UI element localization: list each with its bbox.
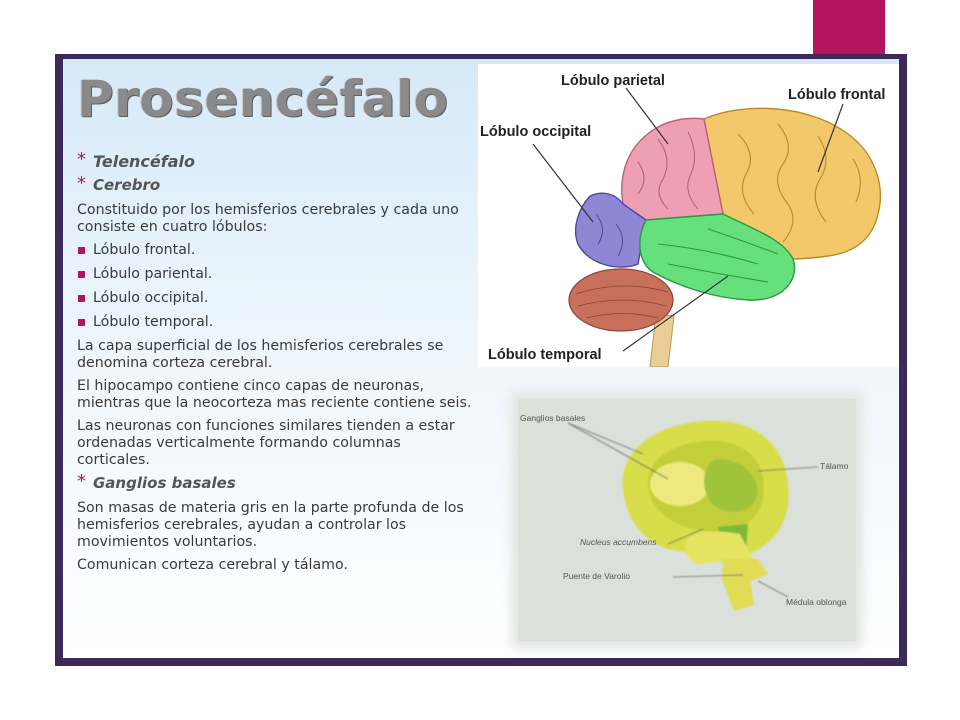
slide-title: Prosencéfalo [77,70,449,128]
slide-frame: Prosencéfalo * Telencéfalo * Cerebro Con… [55,54,907,666]
heading-telencefalo: * Telencéfalo [77,149,472,171]
frontal-leader-line [817,103,844,173]
heading-cerebro: * Cerebro [77,173,472,194]
list-item: Lóbulo temporal. [77,314,472,331]
brain-illustration [532,87,882,367]
thalamus-shape [704,459,758,512]
temporal-leader-line [622,275,729,352]
comunican-paragraph: Comunican corteza cerebral y tálamo. [77,557,348,573]
label-medula-oblonga: Médula oblonga [786,597,847,607]
ganglios-paragraph: Son masas de materia gris en la parte pr… [77,500,464,550]
lobes-list: Lóbulo frontal. Lóbulo pariental. Lóbulo… [77,242,472,331]
occipital-lobe-shape [574,192,647,268]
medula-leader-line [757,580,789,598]
occipital-leader-line [532,143,594,223]
label-ganglios-basales: Ganglios basales [520,413,586,423]
pons-upper-shape [685,531,753,564]
label-lobulo-frontal: Lóbulo frontal [788,87,886,103]
square-bullet-icon [78,271,85,278]
label-nucleus-accumbens: Nucleus accumbens [580,537,657,547]
list-item-text: Lóbulo temporal. [93,314,214,330]
list-item: Lóbulo occipital. [77,290,472,307]
nucleus-leader-line [667,528,704,545]
square-bullet-icon [78,319,85,326]
hipocampo-paragraph: El hipocampo contiene cinco capas de neu… [77,378,472,411]
heading-telencefalo-text: Telencéfalo [93,152,195,171]
label-lobulo-parietal: Lóbulo parietal [561,73,665,89]
star-bullet-icon: * [77,471,86,492]
ganglios-leader-line [567,422,644,455]
accent-tab [813,0,885,56]
heading-ganglios: * Ganglios basales [77,471,472,492]
puente-leader-line [672,574,744,578]
corteza-paragraph: La capa superficial de los hemisferios c… [77,338,444,371]
star-bullet-icon: * [77,149,86,170]
list-item: Lóbulo frontal. [77,242,472,259]
brain-lobes-diagram: Lóbulo parietal Lóbulo frontal Lóbulo oc… [478,64,899,367]
basal-ganglia-diagram: Ganglios basales Tálamo Nucleus accumben… [518,399,856,641]
talamo-leader-line [757,466,819,472]
label-talamo: Tálamo [820,461,849,471]
list-item-text: Lóbulo frontal. [93,242,196,258]
label-puente-de-varolio: Puente de Varolio [563,571,630,581]
frontal-lobe-shape [703,107,882,261]
neuronas-paragraph: Las neuronas con funciones similares tie… [77,418,455,468]
basal-ganglia-illustration [567,420,819,611]
intro-paragraph: Constituido por los hemisferios cerebral… [77,202,459,235]
parietal-lobe-shape [621,117,724,221]
list-item-text: Lóbulo pariental. [93,266,213,282]
heading-cerebro-text: Cerebro [93,176,161,194]
label-lobulo-occipital: Lóbulo occipital [480,124,592,140]
label-lobulo-temporal: Lóbulo temporal [488,347,602,363]
list-item-text: Lóbulo occipital. [93,290,209,306]
list-item: Lóbulo pariental. [77,266,472,283]
slide-panel: Prosencéfalo * Telencéfalo * Cerebro Con… [63,59,899,658]
nucleus-shape [650,462,710,506]
square-bullet-icon [78,247,85,254]
slide-body: * Telencéfalo * Cerebro Constituido por … [77,149,472,580]
star-bullet-icon: * [77,173,86,194]
square-bullet-icon [78,295,85,302]
ganglios-leader-line-2 [567,422,669,480]
pons-medulla-shape [722,559,768,611]
temporal-lobe-shape [639,213,796,301]
heading-ganglios-text: Ganglios basales [93,474,236,492]
parietal-leader-line [625,87,669,145]
